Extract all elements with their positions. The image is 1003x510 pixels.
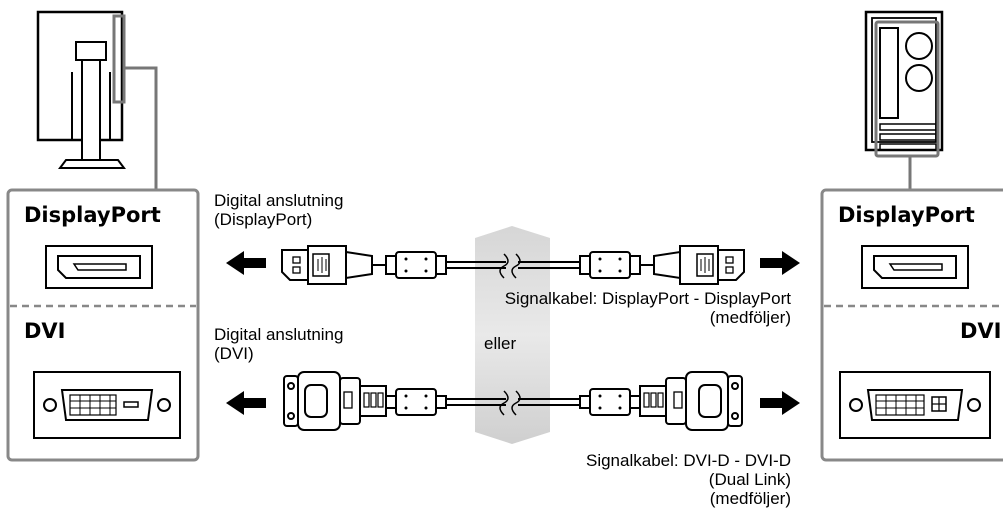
dvi-port-icon [839,371,991,439]
separator-text: eller [484,334,517,353]
dvi-cable-label-line3: (medföljer) [709,489,791,508]
arrow-left-icon [226,391,266,415]
displayport-port-icon [861,245,969,289]
pc-tower-icon [864,10,944,158]
displayport-port-icon [45,245,153,289]
dvi-cable-label-line1: Signalkabel: DVI-D - DVI-D [585,451,791,470]
dvi-port-icon [33,371,181,439]
arrow-right-icon [760,391,800,415]
left-panel [6,188,200,462]
dp-cable-label-line2: (medföljer) [709,308,791,327]
dvi-connection-label-line2: (DVI) [214,344,254,363]
displayport-cable [281,245,745,285]
arrow-left-icon [226,251,266,275]
arrow-right-icon [760,251,800,275]
dvi-cable [283,371,743,431]
dp-connection-label-line2: (DisplayPort) [214,210,313,229]
left-displayport-heading: DisplayPort [24,203,161,227]
dvi-cable-label-line2: (Dual Link) [708,470,791,489]
right-displayport-heading: DisplayPort [838,203,975,227]
separator-band [475,226,550,444]
monitor-callout-line [124,66,158,190]
right-panel [820,188,1003,462]
monitor-rear-icon [36,10,126,169]
right-dvi-heading: DVI [960,319,1002,343]
dp-cable-label-line1: Signalkabel: DisplayPort - DisplayPort [504,289,791,308]
dp-connection-label-line1: Digital anslutning [214,191,344,210]
left-dvi-heading: DVI [24,319,66,343]
dvi-connection-label-line1: Digital anslutning [214,325,344,344]
